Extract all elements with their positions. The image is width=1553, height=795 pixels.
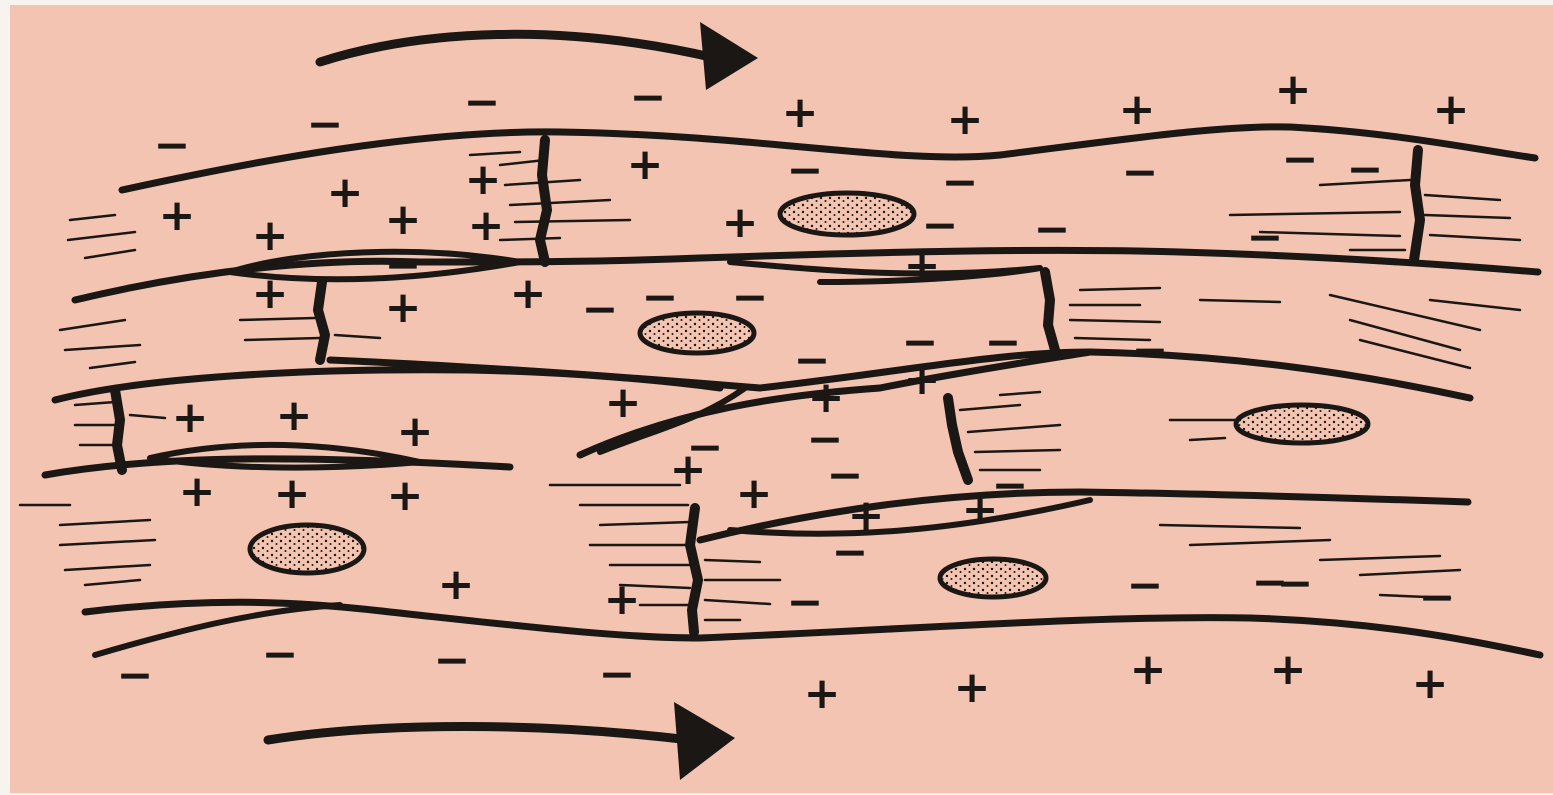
disc-3 [318,282,325,360]
positive-charge-sign: + [804,668,841,719]
negative-charge-sign: − [1277,558,1314,609]
negative-charge-sign: − [1419,572,1456,623]
nucleus-5 [940,559,1046,597]
negative-charge-sign: − [464,77,501,128]
positive-charge-sign: + [722,197,759,248]
positive-charge-sign: + [274,468,311,519]
positive-charge-sign: + [1119,84,1156,135]
positive-charge-sign: + [179,466,216,517]
positive-charge-sign: + [782,87,819,138]
positive-charge-sign: + [397,406,434,457]
positive-charge-sign: + [1433,84,1470,135]
negative-charge-sign: − [1127,560,1164,611]
negative-charge-sign: − [1132,325,1169,376]
disc-7 [690,508,698,632]
negative-charge-sign: − [117,650,154,701]
positive-charge-sign: + [736,468,773,519]
positive-charge-sign: + [510,268,547,319]
positive-charge-sign: + [627,139,664,190]
negative-charge-sign: − [732,272,769,323]
positive-charge-sign: + [159,190,196,241]
negative-charge-sign: − [434,635,471,686]
positive-charge-sign: + [252,210,289,261]
disc-2 [1414,150,1420,260]
positive-charge-sign: + [468,200,505,251]
positive-charge-sign: + [947,94,984,145]
positive-charge-sign: + [1270,644,1307,695]
negative-charge-sign: − [1122,147,1159,198]
nucleus-1 [780,193,914,235]
positive-charge-sign: + [172,392,209,443]
positive-charge-sign: + [1412,658,1449,709]
nucleus-3 [1236,405,1368,443]
negative-charge-sign: − [630,72,667,123]
negative-charge-sign: − [385,240,422,291]
positive-charge-sign: + [438,559,475,610]
negative-charge-sign: − [1034,204,1071,255]
negative-charge-sign: − [922,200,959,251]
negative-charge-sign: − [992,460,1029,511]
positive-charge-sign: + [1275,64,1312,115]
positive-charge-sign: + [465,154,502,205]
negative-charge-sign: − [154,120,191,171]
negative-charge-sign: − [1282,134,1319,185]
positive-charge-sign: + [605,377,642,428]
negative-charge-sign: − [262,629,299,680]
positive-charge-sign: + [327,167,364,218]
positive-charge-sign: + [252,268,289,319]
negative-charge-sign: − [1247,212,1284,263]
positive-charge-sign: + [1130,644,1167,695]
positive-charge-sign: + [954,662,991,713]
nucleus-4 [250,525,364,573]
negative-charge-sign: − [794,335,831,386]
negative-charge-sign: − [787,577,824,628]
positive-charge-sign: + [604,574,641,625]
negative-charge-sign: − [902,317,939,368]
negative-charge-sign: − [582,284,619,335]
negative-charge-sign: − [832,527,869,578]
negative-charge-sign: − [687,422,724,473]
disc-1 [540,140,547,262]
positive-charge-sign: + [385,194,422,245]
negative-charge-sign: − [642,272,679,323]
positive-charge-sign: + [276,390,313,441]
negative-charge-sign: − [827,450,864,501]
positive-charge-sign: + [387,470,424,521]
negative-charge-sign: − [985,317,1022,368]
negative-charge-sign: − [787,145,824,196]
negative-charge-sign: − [1347,144,1384,195]
negative-charge-sign: − [307,99,344,150]
negative-charge-sign: − [599,649,636,700]
